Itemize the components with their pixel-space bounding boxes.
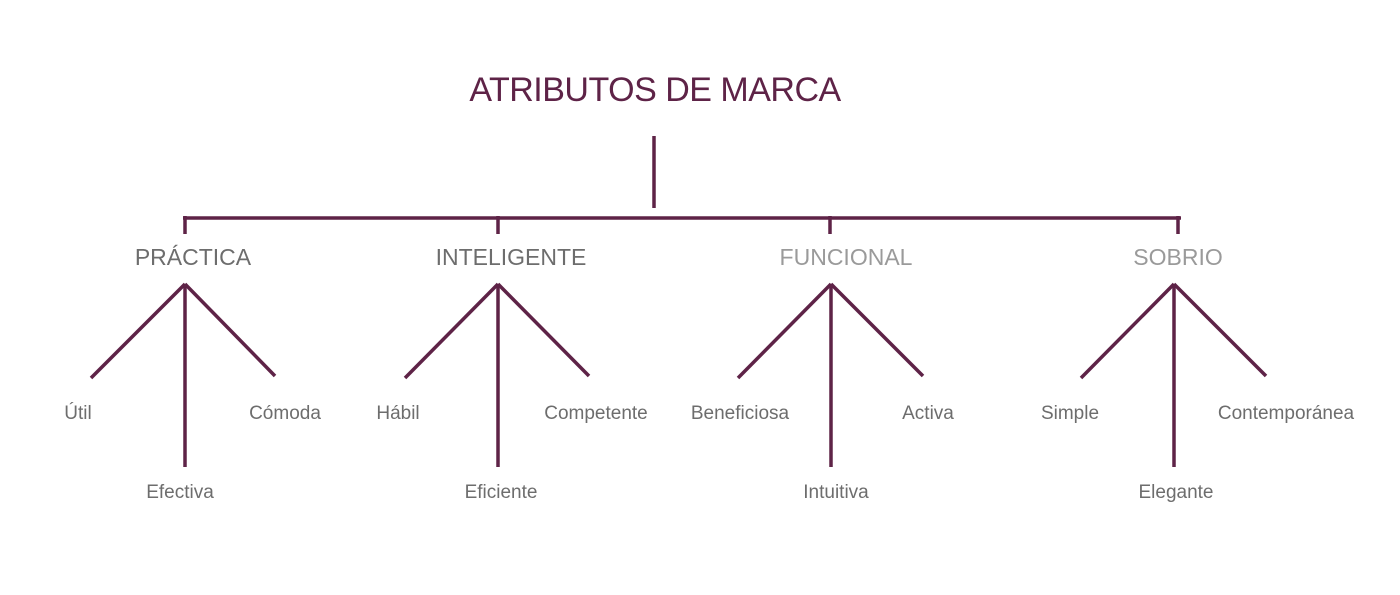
- left-branch-line: [1079, 282, 1176, 380]
- attribute-label: Simple: [1041, 403, 1099, 424]
- category-funcional: FUNCIONAL Beneficiosa Intuitiva Activa: [691, 244, 954, 503]
- attribute-label: Contemporánea: [1218, 403, 1355, 424]
- right-branch-line: [1172, 282, 1268, 378]
- left-branch-line: [89, 282, 187, 380]
- attribute-label: Elegante: [1138, 482, 1213, 503]
- left-branch-line: [736, 282, 833, 380]
- category-inteligente: INTELIGENTE Hábil Eficiente Competente: [376, 244, 647, 503]
- right-branch-line: [183, 282, 277, 378]
- attribute-label: Eficiente: [465, 482, 538, 503]
- category-sobrio: SOBRIO Simple Elegante Contemporánea: [1041, 244, 1355, 503]
- attribute-label: Activa: [902, 403, 954, 424]
- attribute-label: Cómoda: [249, 403, 321, 424]
- category-label: FUNCIONAL: [780, 244, 913, 270]
- category-practica: PRÁCTICA Útil Efectiva Cómoda: [64, 244, 321, 503]
- attribute-label: Intuitiva: [803, 482, 869, 503]
- right-branch-line: [496, 282, 591, 378]
- category-label: INTELIGENTE: [436, 244, 587, 270]
- attribute-label: Útil: [64, 402, 91, 424]
- category-label: SOBRIO: [1133, 244, 1222, 270]
- attribute-label: Hábil: [376, 403, 419, 424]
- right-branch-line: [829, 282, 925, 378]
- diagram-title: ATRIBUTOS DE MARCA: [469, 71, 841, 109]
- attribute-label: Beneficiosa: [691, 403, 790, 424]
- attribute-label: Competente: [544, 403, 648, 424]
- category-label: PRÁCTICA: [135, 244, 252, 270]
- left-branch-line: [403, 282, 500, 380]
- attribute-label: Efectiva: [146, 482, 214, 503]
